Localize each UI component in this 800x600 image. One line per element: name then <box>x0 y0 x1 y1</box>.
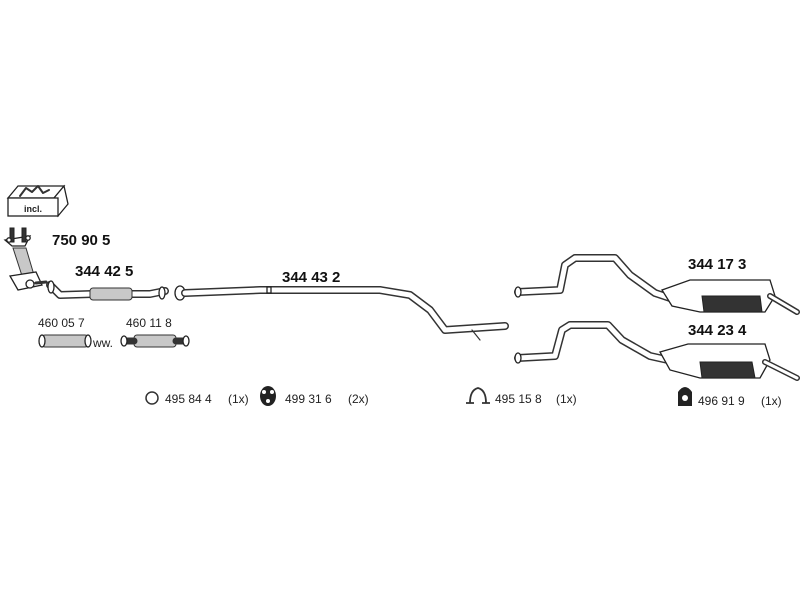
rear-silencer-a-part-number: 344 17 3 <box>688 256 746 273</box>
flex-pipe-b <box>120 334 190 348</box>
catalyst-part-number: 750 90 5 <box>52 232 110 249</box>
rubber-hanger-icon <box>260 386 276 406</box>
front-pipe <box>46 280 169 301</box>
mounting-rubber-icon <box>678 387 692 406</box>
alternative-label: ww. <box>92 336 113 350</box>
accessory-quantity: (1x) <box>228 392 249 406</box>
accessory-quantity: (2x) <box>348 392 369 406</box>
accessory-item: 496 91 9 (1x) <box>678 387 782 408</box>
rear-silencer-a <box>514 254 800 315</box>
flex-pipe-a <box>38 334 92 348</box>
flex-pipe-a-part-number: 460 05 7 <box>38 316 85 330</box>
accessory-part-number: 496 91 9 <box>698 394 745 408</box>
accessory-quantity: (1x) <box>761 394 782 408</box>
accessory-item: 495 84 4 (1x) <box>145 391 249 406</box>
accessory-part-number: 499 31 6 <box>285 392 332 406</box>
accessory-item: 499 31 6 (2x) <box>260 386 369 406</box>
middle-pipe-part-number: 344 43 2 <box>282 269 340 286</box>
accessory-part-number: 495 84 4 <box>165 392 212 406</box>
mounting-kit-box: incl. <box>6 184 69 218</box>
kit-badge-label: incl. <box>24 204 42 214</box>
clamp-icon <box>466 387 490 404</box>
flex-pipe-b-part-number: 460 11 8 <box>126 316 172 330</box>
accessory-item: 495 15 8 (1x) <box>466 387 577 406</box>
catalytic-converter <box>3 227 48 291</box>
rear-silencer-b-part-number: 344 23 4 <box>688 322 747 339</box>
front-pipe-part-number: 344 42 5 <box>75 263 133 280</box>
accessory-quantity: (1x) <box>556 392 577 406</box>
rear-silencer-b <box>514 321 800 381</box>
accessory-part-number: 495 15 8 <box>495 392 542 406</box>
ring-gasket-icon <box>145 391 159 405</box>
middle-pipe <box>174 285 509 341</box>
